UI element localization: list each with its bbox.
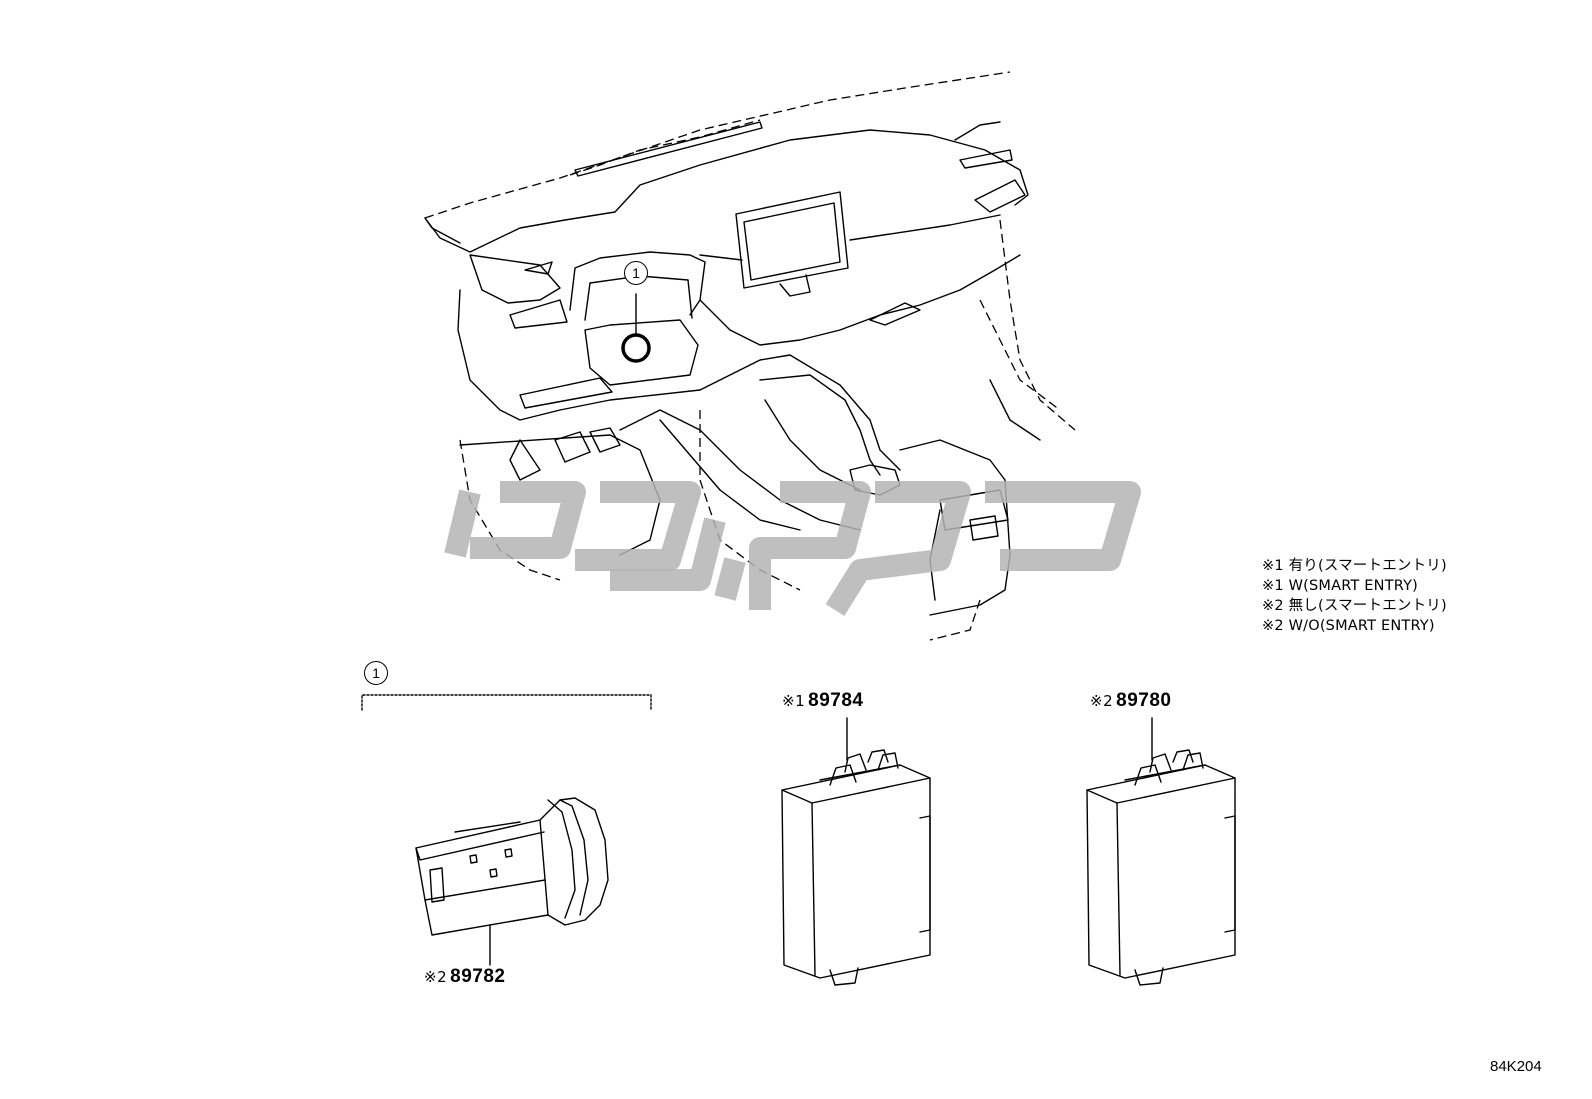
dashboard-illustration xyxy=(424,71,1076,641)
part-mark: ※2 xyxy=(1090,692,1114,710)
legend: ※1 有り(スマートエントリ) ※1 W(SMART ENTRY) ※2 無し(… xyxy=(1262,556,1447,636)
start-button-location xyxy=(621,333,651,363)
group-bracket xyxy=(361,694,652,711)
part-mark: ※2 xyxy=(424,968,448,986)
group-callout-1: 1 xyxy=(364,661,388,685)
watermark-logo xyxy=(444,481,1141,616)
legend-line: ※1 W(SMART ENTRY) xyxy=(1262,578,1419,594)
legend-line: ※1 有り(スマートエントリ) xyxy=(1262,558,1447,574)
part-89780-illustration xyxy=(1086,717,1236,986)
legend-line: ※2 W/O(SMART ENTRY) xyxy=(1262,618,1435,634)
part-89782-illustration xyxy=(415,797,609,966)
dash-callout-1: 1 xyxy=(624,261,648,285)
part-89784-illustration xyxy=(781,717,931,986)
diagram-code: 84K204 xyxy=(1490,1058,1542,1075)
part-number: 89782 xyxy=(450,966,506,987)
part-mark: ※1 xyxy=(782,692,806,710)
legend-line: ※2 無し(スマートエントリ) xyxy=(1262,598,1447,614)
part-number: 89784 xyxy=(808,690,864,711)
part-number: 89780 xyxy=(1116,690,1172,711)
